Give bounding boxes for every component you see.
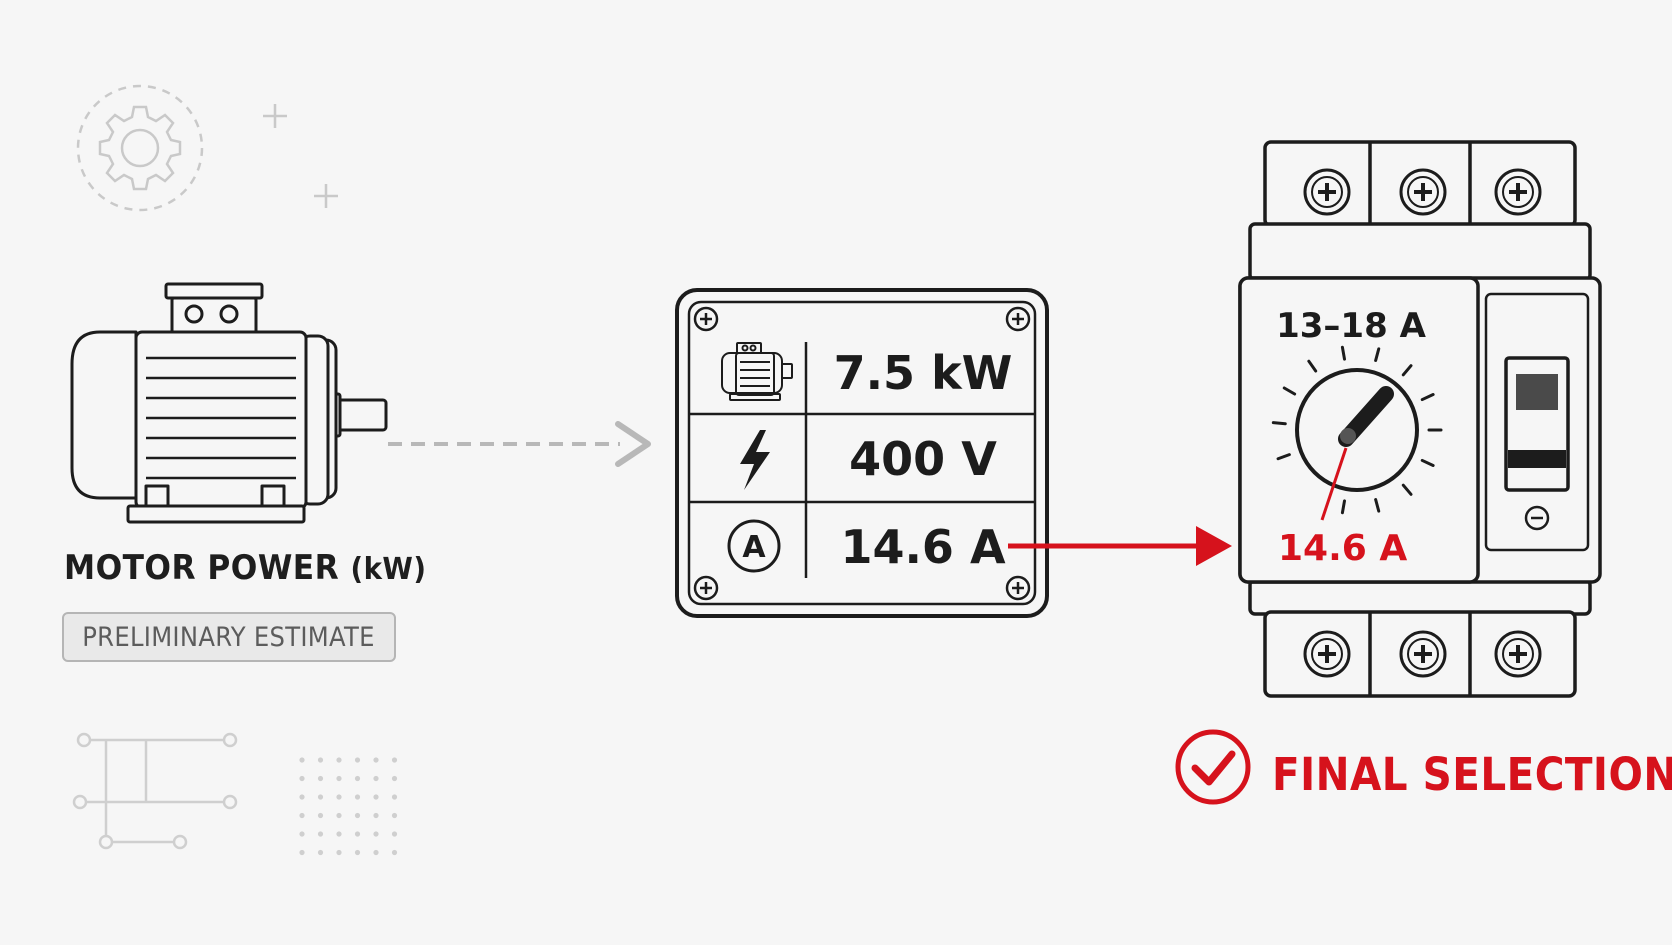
decor-dot (354, 775, 361, 782)
decor-dot (317, 775, 324, 782)
decor-dot (317, 794, 324, 800)
decor-dot (354, 812, 361, 819)
decor-dot (373, 849, 379, 856)
dial-tick (1401, 364, 1413, 377)
decor-dot (317, 757, 324, 763)
dial-tick (1401, 483, 1413, 496)
decor-dot (373, 812, 379, 819)
decor-dot (317, 849, 324, 856)
decor-dot (354, 794, 361, 800)
ampere-icon-letter: A (742, 530, 766, 565)
decor-dot (373, 775, 379, 782)
decor-dot (373, 757, 379, 763)
plate-screw-icon (693, 306, 1031, 601)
dial-tick (1340, 345, 1346, 361)
check-circle-icon (1175, 729, 1251, 805)
motor-protection-breaker (1238, 140, 1602, 698)
decor-dot (336, 831, 342, 837)
decor-dot (336, 757, 342, 763)
nameplate-voltage-value: 400 V (849, 432, 997, 486)
current-transfer-arrow (1008, 526, 1232, 566)
decor-dot (299, 849, 305, 856)
decor-gear-icon (76, 84, 204, 212)
preliminary-estimate-badge: PRELIMINARY ESTIMATE (62, 612, 396, 662)
decor-dot (336, 775, 342, 782)
nameplate: A (675, 288, 1049, 618)
breaker-range-label: 13–18 A (1276, 306, 1426, 346)
decor-dot-grid (299, 757, 398, 856)
motor-power-title: MOTOR POWER (kW) (64, 548, 426, 588)
nameplate-current-value: 14.6 A (840, 520, 1006, 574)
dial-tick (1276, 453, 1291, 461)
motor-power-unit: (kW) (350, 552, 427, 587)
dial-tick (1420, 393, 1435, 402)
preliminary-estimate-label: PRELIMINARY ESTIMATE (82, 621, 376, 653)
decor-dot (299, 775, 305, 782)
decor-dot (391, 757, 398, 763)
decor-dot (373, 831, 379, 837)
decor-dot (317, 831, 324, 837)
decor-dot (336, 812, 342, 819)
decor-dot (354, 757, 361, 763)
motor-power-title-text: MOTOR POWER (64, 548, 340, 588)
decor-dot (391, 794, 398, 800)
dial-tick (1374, 498, 1381, 513)
decor-dot (336, 794, 342, 800)
estimate-flow-arrow (388, 421, 651, 467)
decor-dot (299, 831, 305, 837)
current-setting-dial (1271, 345, 1443, 521)
decor-dot (391, 812, 398, 819)
breaker-setting-label: 14.6 A (1278, 528, 1408, 569)
decor-dot (354, 849, 361, 856)
decor-dot (299, 794, 305, 800)
decor-plus-icon (263, 104, 338, 208)
dial-tick (1374, 347, 1381, 362)
nameplate-power-value: 7.5 kW (833, 346, 1013, 400)
breaker-screw-icon (1303, 168, 1542, 678)
off-symbol-icon (1524, 505, 1550, 531)
lightning-bolt-icon (740, 430, 770, 490)
decor-dot (354, 831, 361, 837)
dial-tick (1271, 421, 1287, 426)
motor-illustration (70, 282, 388, 524)
decor-dot (317, 812, 324, 819)
dial-tick (1307, 359, 1318, 373)
decor-circuit-icon (72, 732, 238, 850)
final-selection-label: FINAL SELECTION (1272, 748, 1672, 801)
decor-dot (391, 849, 398, 856)
dial-tick (1282, 386, 1297, 396)
decor-dot (299, 757, 305, 763)
decor-dot (391, 775, 398, 782)
decor-dot (391, 831, 398, 837)
ampere-icon: A (727, 519, 781, 573)
decor-dot (299, 812, 305, 819)
dial-tick (1340, 499, 1346, 515)
motor-icon (721, 342, 793, 401)
decor-dot (373, 794, 379, 800)
dial-tick (1420, 458, 1435, 467)
decor-dot (336, 849, 342, 856)
